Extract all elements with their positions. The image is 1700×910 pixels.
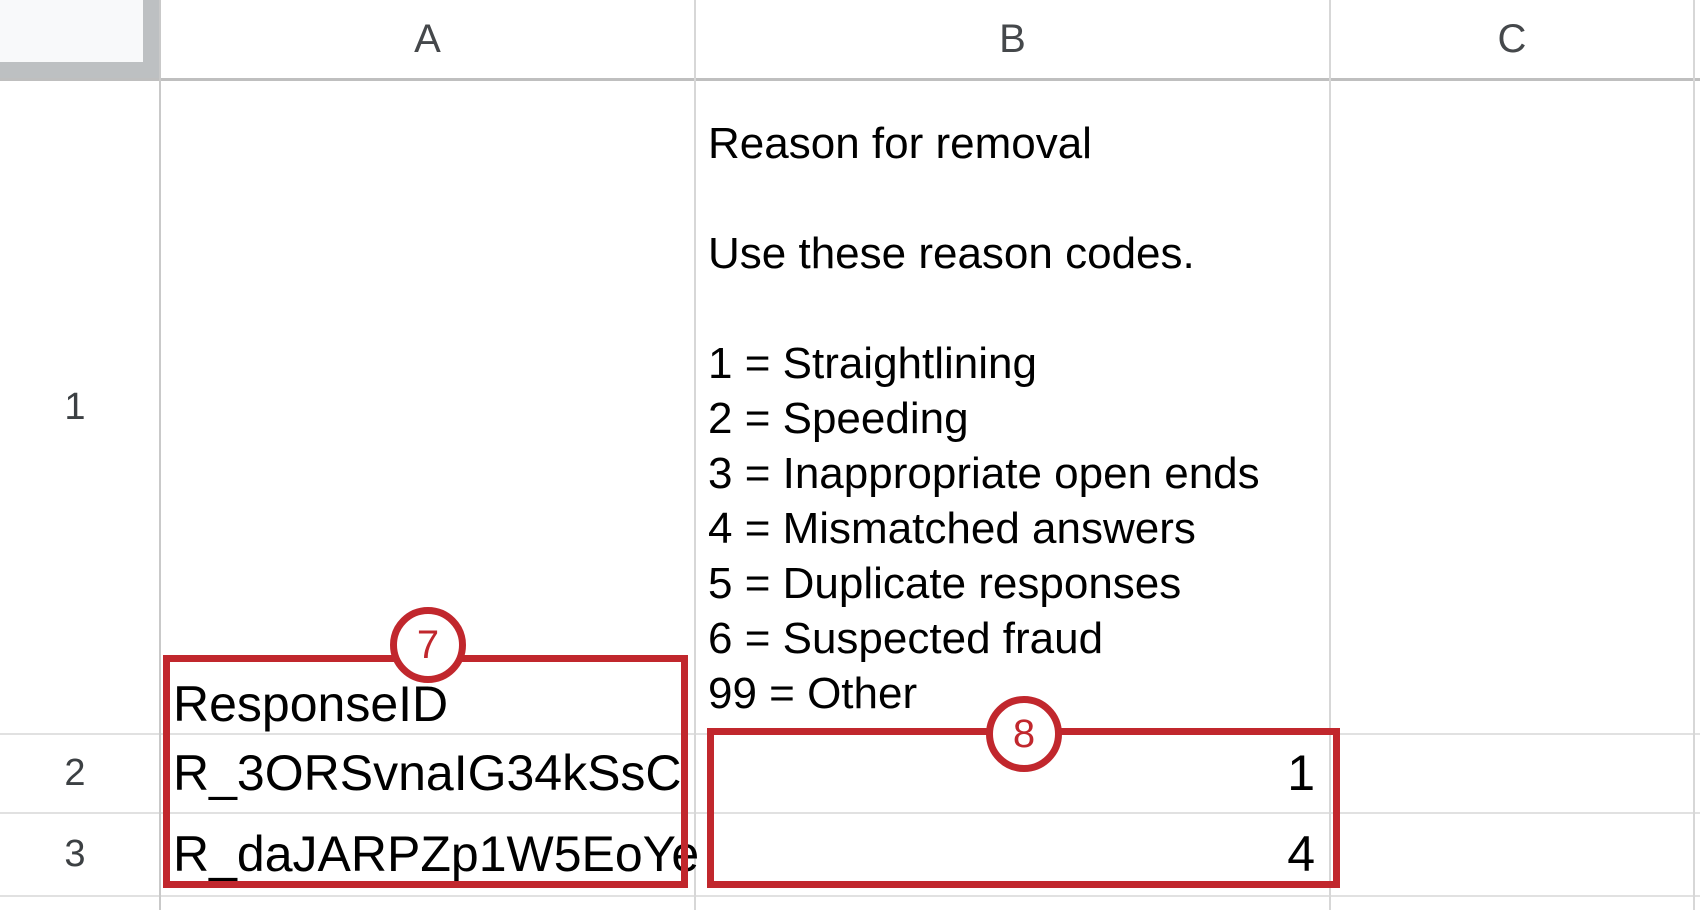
row-header-1-label: 1 <box>64 385 86 428</box>
gridline <box>694 0 696 910</box>
gridline <box>159 0 161 910</box>
cell-A3[interactable]: R_daJARPZp1W5EoYe <box>173 826 700 882</box>
cell-B3[interactable]: 4 <box>1287 826 1315 882</box>
row-header-2-label: 2 <box>64 752 86 794</box>
column-header-b[interactable]: B <box>696 0 1329 78</box>
gridline <box>0 895 1700 897</box>
gridline <box>0 78 1700 81</box>
column-header-a[interactable]: A <box>161 0 694 78</box>
row-header-3[interactable]: 3 <box>0 814 150 895</box>
annotation-callout-8-label: 8 <box>1012 711 1036 756</box>
cell-B1[interactable]: Reason for removal Use these reason code… <box>708 119 1260 718</box>
cell-A1[interactable]: ResponseID <box>173 676 449 732</box>
annotation-box-7 <box>163 655 688 888</box>
annotation-callout-7: 7 <box>390 607 466 683</box>
gridline <box>1693 0 1695 910</box>
row-header-2[interactable]: 2 <box>0 735 150 812</box>
annotation-callout-7-label: 7 <box>416 622 440 667</box>
column-header-b-label: B <box>999 16 1026 61</box>
cell-B2[interactable]: 1 <box>1287 745 1315 801</box>
row-header-3-label: 3 <box>64 833 86 875</box>
column-header-a-label: A <box>414 16 441 61</box>
gridline <box>0 812 1700 814</box>
row-header-4[interactable]: 4 <box>0 897 150 910</box>
annotation-callout-8: 8 <box>986 696 1062 772</box>
row-header-1[interactable]: 1 <box>0 81 150 733</box>
cell-A2[interactable]: R_3ORSvnaIG34kSsC <box>173 745 682 801</box>
column-header-c-label: C <box>1497 16 1527 61</box>
select-all-corner[interactable] <box>0 0 159 78</box>
gridline <box>1329 0 1331 910</box>
column-header-c[interactable]: C <box>1331 0 1693 78</box>
